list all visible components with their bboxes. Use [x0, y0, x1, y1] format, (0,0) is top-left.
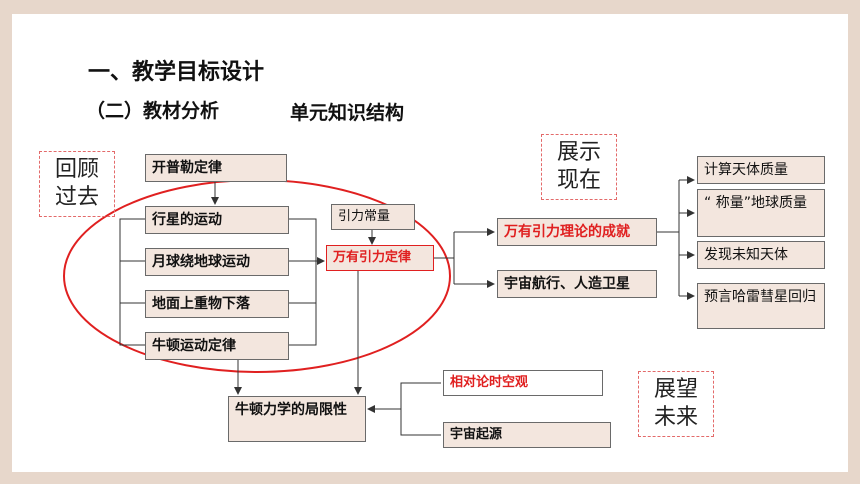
moon-motion-box: 月球绕地球运动: [145, 248, 289, 276]
celestial-mass-box: 计算天体质量: [697, 156, 825, 184]
unknown-body-box: 发现未知天体: [697, 241, 825, 269]
planet-motion-box: 行星的运动: [145, 206, 289, 234]
page-subheading: （二）教材分析: [86, 100, 220, 122]
g-constant-box: 引力常量: [331, 204, 415, 230]
present-label: 展示 现在: [541, 134, 617, 200]
spaceflight-box: 宇宙航行、人造卫星: [497, 270, 657, 298]
newton-law-box: 牛顿运动定律: [145, 332, 289, 360]
review-label: 回顾 过去: [39, 151, 115, 217]
future-label: 展望 未来: [638, 371, 714, 437]
relativity-box: 相对论时空观: [443, 370, 603, 396]
weigh-earth-box: “ 称量”地球质量: [697, 189, 825, 237]
structure-title: 单元知识结构: [290, 102, 405, 124]
kepler-box: 开普勒定律: [145, 154, 287, 182]
newtonian-limitation-box: 牛顿力学的局限性: [228, 396, 366, 442]
falling-object-box: 地面上重物下落: [145, 290, 289, 318]
achievement-box: 万有引力理论的成就: [497, 218, 657, 246]
halley-comet-box: 预言哈雷彗星回归: [697, 283, 825, 329]
universe-origin-box: 宇宙起源: [443, 422, 611, 448]
page-heading: 一、教学目标设计: [88, 60, 265, 85]
gravitation-law-box: 万有引力定律: [326, 245, 434, 271]
